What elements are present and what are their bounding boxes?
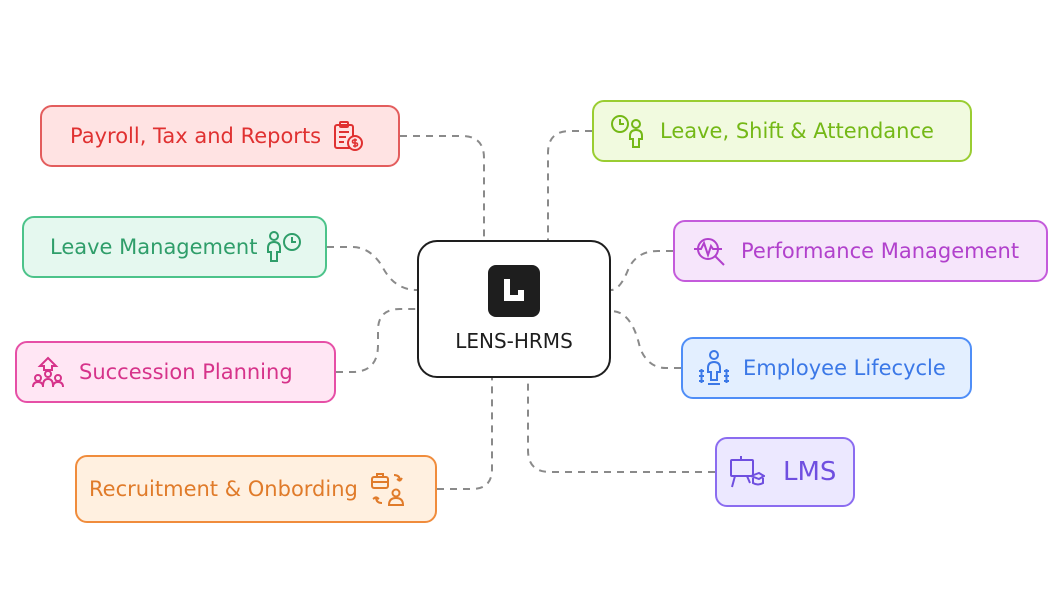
node-label: Performance Management xyxy=(741,239,1020,263)
connector-lifecycle xyxy=(610,310,681,369)
node-payroll-tax-reports[interactable]: Payroll, Tax and Reports xyxy=(40,105,400,167)
node-employee-lifecycle[interactable]: Employee Lifecycle xyxy=(681,337,972,399)
connector-leave-management xyxy=(327,246,418,291)
person-clock-icon xyxy=(265,230,305,264)
node-label: Leave, Shift & Attendance xyxy=(660,119,934,143)
node-label: Leave Management xyxy=(50,235,258,259)
node-label: Payroll, Tax and Reports xyxy=(70,124,322,148)
connector-payroll xyxy=(400,135,485,240)
person-stages-icon xyxy=(697,350,731,386)
people-hierarchy-icon xyxy=(31,355,65,389)
center-node[interactable]: LENS-HRMS xyxy=(417,240,611,378)
node-lms[interactable]: LMS xyxy=(715,437,855,507)
node-recruitment-onbording[interactable]: Recruitment & Onbording xyxy=(75,455,437,523)
clock-person-icon xyxy=(610,113,646,149)
briefcase-person-icon xyxy=(370,471,406,507)
node-label: Recruitment & Onbording xyxy=(89,477,358,501)
connector-succession xyxy=(336,308,417,373)
connector-recruitment xyxy=(437,378,493,490)
node-label: LMS xyxy=(783,457,837,487)
clipboard-dollar-icon xyxy=(331,119,365,153)
node-succession-planning[interactable]: Succession Planning xyxy=(15,341,336,403)
connector-leave-shift xyxy=(547,130,592,240)
connector-lms xyxy=(527,378,715,473)
connector-performance xyxy=(610,250,673,291)
node-performance-management[interactable]: Performance Management xyxy=(673,220,1048,282)
center-title: LENS-HRMS xyxy=(455,329,573,353)
lens-logo-icon xyxy=(488,265,540,317)
node-leave-shift-attendance[interactable]: Leave, Shift & Attendance xyxy=(592,100,972,162)
node-label: Succession Planning xyxy=(79,360,293,384)
node-leave-management[interactable]: Leave Management xyxy=(22,216,327,278)
presentation-board-icon xyxy=(729,454,765,490)
node-label: Employee Lifecycle xyxy=(743,356,946,380)
magnifier-pulse-icon xyxy=(693,234,727,268)
